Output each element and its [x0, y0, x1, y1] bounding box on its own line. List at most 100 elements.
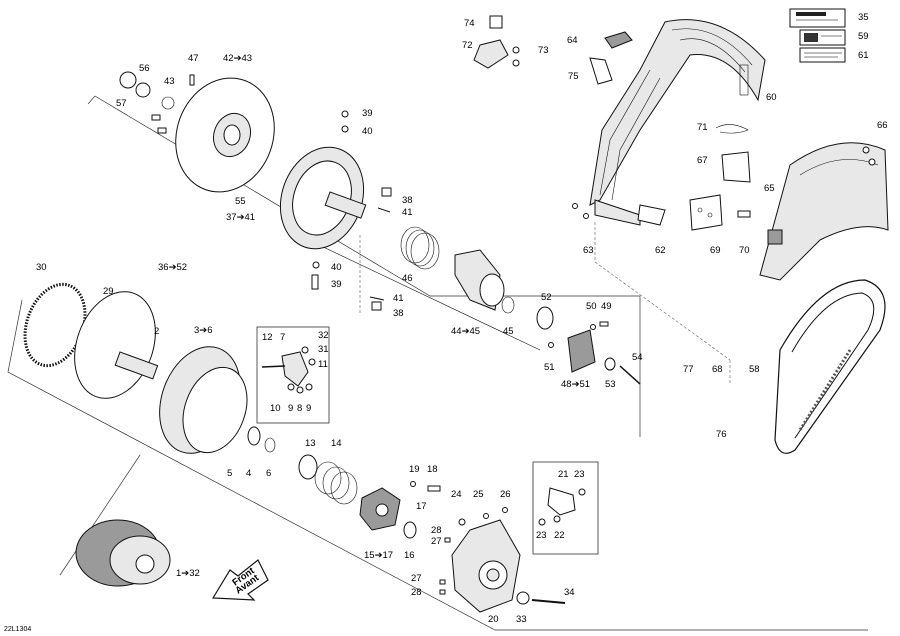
- callout: 77: [683, 364, 694, 375]
- callout: 61: [858, 50, 869, 61]
- decal-labels: [789, 8, 846, 63]
- callout: 19: [409, 464, 420, 475]
- callout-numbers: 35 59 61 74 72 73 64 75 60 47 42➔43 56 4…: [4, 12, 888, 633]
- callout: 72: [462, 40, 473, 51]
- callout: 23: [536, 530, 547, 541]
- callout: 10: [270, 403, 281, 414]
- driven-pulley-assembly: [119, 71, 641, 385]
- callout: 55: [235, 196, 246, 207]
- callout: 73: [538, 45, 549, 56]
- drive-pulley-assembly: [23, 282, 586, 613]
- callout: 6: [266, 468, 271, 479]
- callout: 32: [318, 330, 329, 341]
- callout: 16: [404, 550, 415, 561]
- callout: 62: [655, 245, 666, 256]
- callout: 29: [103, 286, 114, 297]
- callout: 70: [739, 245, 750, 256]
- front-direction-arrow: Front Avant: [211, 559, 269, 601]
- rocker-arm-detail-box: [256, 326, 330, 424]
- callout: 66: [877, 120, 888, 131]
- callout: 20: [488, 614, 499, 625]
- callout: 35: [858, 12, 869, 23]
- callout: 46: [402, 273, 413, 284]
- figure-id: 22L1304: [4, 626, 31, 633]
- callout: 39: [331, 279, 342, 290]
- callout: 21: [558, 469, 569, 480]
- callout: 37➔41: [226, 212, 255, 223]
- callout: 9: [288, 403, 293, 414]
- callout: 71: [697, 122, 708, 133]
- callout: 75: [568, 71, 579, 82]
- callout: 17: [416, 501, 427, 512]
- callout: 39: [362, 108, 373, 119]
- callout: 48➔51: [561, 379, 590, 390]
- callout: 51: [544, 362, 555, 373]
- callout: 27: [411, 573, 422, 584]
- callout: 57: [116, 98, 127, 109]
- callout: 58: [749, 364, 760, 375]
- callout: 41: [393, 293, 404, 304]
- callout: 50: [586, 301, 597, 312]
- callout: 5: [227, 468, 232, 479]
- callout: 49: [601, 301, 612, 312]
- callout: 43: [164, 76, 175, 87]
- callout: 23: [574, 469, 585, 480]
- sensor-bracket-detail-box: [532, 461, 599, 555]
- callout: 64: [567, 35, 578, 46]
- callout: 12: [262, 332, 273, 343]
- bracket-and-latch-parts: [473, 15, 633, 85]
- callout: 40: [331, 262, 342, 273]
- callout: 33: [516, 614, 527, 625]
- callout: 56: [139, 63, 150, 74]
- callout: 44➔45: [451, 326, 480, 337]
- callout: 65: [764, 183, 775, 194]
- callout: 11: [318, 359, 328, 370]
- callout: 60: [766, 92, 777, 103]
- callout: 54: [632, 352, 643, 363]
- callout: 59: [858, 31, 869, 42]
- callout: 45: [503, 326, 514, 337]
- callout: 8: [297, 403, 302, 414]
- callout: 34: [564, 587, 575, 598]
- callout: 24: [451, 489, 462, 500]
- callout: 36➔52: [158, 262, 187, 273]
- callout: 14: [331, 438, 342, 449]
- callout: 47: [188, 53, 199, 64]
- callout: 25: [473, 489, 484, 500]
- leader-lines: [7, 95, 868, 631]
- callout: 52: [541, 292, 552, 303]
- callout: 28: [431, 525, 442, 536]
- callout: 7: [280, 332, 285, 343]
- callout: 27: [431, 536, 442, 547]
- callout: 68: [712, 364, 723, 375]
- callout: 22: [554, 530, 565, 541]
- drive-belt: [774, 279, 886, 454]
- callout: 4: [246, 468, 251, 479]
- callout: 38: [402, 195, 413, 206]
- callout: 41: [402, 207, 413, 218]
- callout: 67: [697, 155, 708, 166]
- callout: 26: [500, 489, 511, 500]
- callout: 13: [305, 438, 316, 449]
- callout: 74: [464, 18, 475, 29]
- callout: 40: [362, 126, 373, 137]
- callout: 15➔17: [364, 550, 393, 561]
- callout: 76: [716, 429, 727, 440]
- callout: 1➔32: [176, 568, 200, 579]
- belt-guard: [589, 19, 766, 226]
- callout: 42➔43: [223, 53, 252, 64]
- cover-and-brackets: [572, 124, 889, 281]
- callout: 30: [36, 262, 47, 273]
- callout: 69: [710, 245, 721, 256]
- callout: 31: [318, 344, 329, 355]
- callout: 38: [393, 308, 404, 319]
- callout: 2: [154, 326, 159, 337]
- rocker-arm-parts: [261, 346, 316, 394]
- callout: 9: [306, 403, 311, 414]
- callout: 18: [427, 464, 438, 475]
- callout: 53: [605, 379, 616, 390]
- callout: 28: [411, 587, 422, 598]
- callout: 3➔6: [194, 325, 213, 336]
- callout: 63: [583, 245, 594, 256]
